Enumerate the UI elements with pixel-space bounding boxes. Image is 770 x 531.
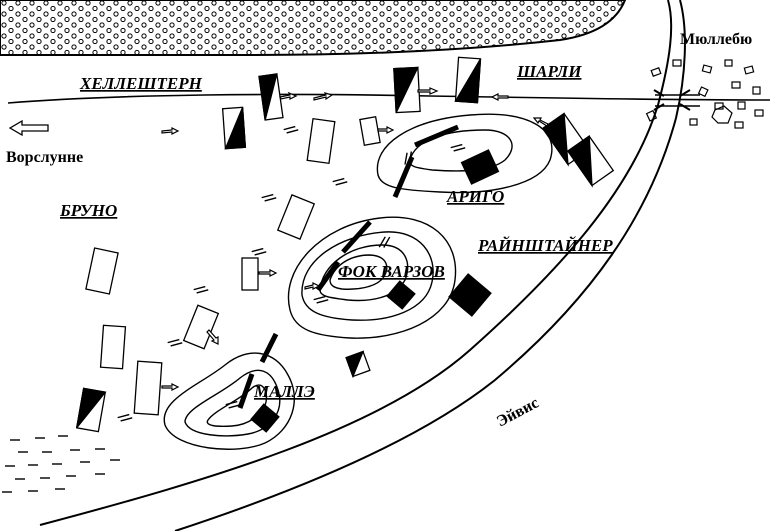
unit-split-8 <box>75 387 107 433</box>
unit-white-7 <box>99 324 127 370</box>
unit-black-1 <box>460 149 500 185</box>
hill-malle <box>163 352 296 450</box>
label-eivis: Эйвис <box>494 394 542 430</box>
label-vorslunne: Ворслунне <box>6 149 83 166</box>
label-bruno: БРУНО <box>59 201 117 220</box>
label-fok-varzov: ФОК ВАРЗОВ <box>338 262 445 281</box>
unit-split-7 <box>345 350 371 379</box>
unit-white-2 <box>359 116 381 146</box>
river-bank-east <box>174 0 686 531</box>
label-malle: МАЛЛЭ <box>253 382 315 401</box>
unit-split-1 <box>258 73 284 121</box>
split-units <box>75 56 615 433</box>
forest-area <box>0 0 627 56</box>
unit-white-4 <box>241 257 259 291</box>
retreat-arrow-icon <box>8 119 49 137</box>
small-unit-markers <box>117 125 466 422</box>
unit-white-8 <box>133 360 163 416</box>
white-units <box>85 116 381 416</box>
unit-black-2 <box>448 273 492 317</box>
label-hellshtern: ХЕЛЛЕШТЕРН <box>79 74 203 93</box>
unit-black-3 <box>386 280 416 310</box>
unit-split-3 <box>393 66 421 114</box>
black-units <box>250 149 500 433</box>
unit-split-4 <box>454 56 482 104</box>
label-reinshtainer: РАЙНШТАЙНЕР <box>477 236 613 255</box>
road-line <box>7 93 770 104</box>
bridge-icon <box>653 89 691 111</box>
label-sharli: ШАРЛИ <box>516 62 582 81</box>
marsh-icon <box>2 435 120 493</box>
unit-white-3 <box>276 194 316 240</box>
label-myullebyu: Мюллебю <box>680 31 752 48</box>
movement-arrows <box>161 87 549 391</box>
unit-split-6 <box>566 134 615 188</box>
unit-white-5 <box>85 247 119 295</box>
hill-fok-varzov <box>287 216 457 339</box>
unit-white-1 <box>306 117 336 165</box>
unit-split-2 <box>221 106 247 150</box>
village-icon <box>645 59 764 129</box>
label-arigo: АРИГО <box>446 187 504 206</box>
river-bank-west <box>39 0 673 526</box>
unit-white-6 <box>182 304 220 350</box>
unit-black-4 <box>250 403 280 433</box>
artillery-lines <box>237 124 459 409</box>
